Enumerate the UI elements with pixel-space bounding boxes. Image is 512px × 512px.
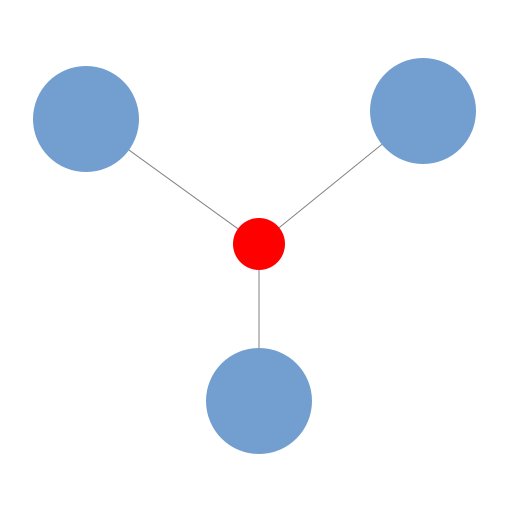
node-top-right <box>370 58 476 164</box>
hub-node <box>233 218 285 270</box>
nodes-layer <box>33 58 476 454</box>
node-top-left <box>33 66 139 172</box>
node-bottom <box>206 348 312 454</box>
